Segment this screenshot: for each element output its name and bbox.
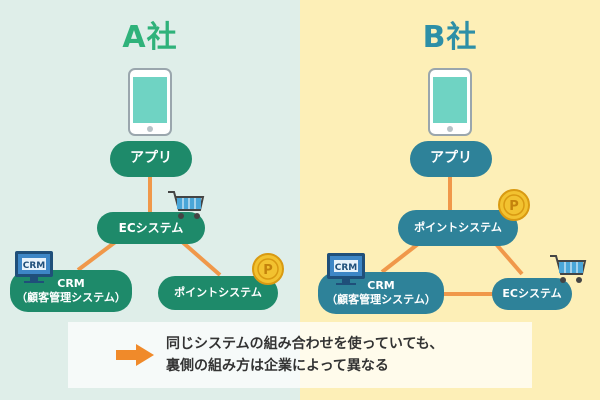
node-crm-line2: （顧客管理システム） xyxy=(16,291,126,304)
point-coin-icon: P xyxy=(498,189,530,221)
summary-line-1: 同じシステムの組み合わせを使っていても、 xyxy=(166,336,444,352)
shopping-cart-icon xyxy=(168,191,205,219)
connector-point-crm xyxy=(380,242,420,274)
node-app: アプリ xyxy=(110,141,192,177)
company-a-title: A社 xyxy=(122,20,178,55)
shopping-cart-icon xyxy=(550,255,587,283)
connector-point-ec xyxy=(494,242,524,276)
node-crm-line2: （顧客管理システム） xyxy=(326,293,436,306)
company-b-title: B社 xyxy=(422,20,478,55)
monitor-label: CRM xyxy=(335,263,358,273)
company-a-connectors xyxy=(76,175,222,277)
company-b-connectors xyxy=(380,175,524,296)
connector-ec-point xyxy=(178,238,222,277)
node-ec-system: ECシステム xyxy=(97,212,205,244)
coin-label: P xyxy=(509,199,519,214)
summary-text: 同じシステムの組み合わせを使っていても、 裏側の組み方は企業によって異なる xyxy=(166,333,443,377)
connector-ec-crm xyxy=(76,238,120,272)
node-crm-line1: CRM xyxy=(57,277,85,291)
node-point-system: ポイントシステム xyxy=(158,276,278,310)
point-coin-icon: P xyxy=(252,253,284,285)
node-crm-line1: CRM xyxy=(367,279,395,293)
summary-line-2: 裏側の組み方は企業によって異なる xyxy=(166,358,389,374)
monitor-icon: CRM xyxy=(327,253,365,285)
monitor-icon: CRM xyxy=(15,251,53,283)
node-app: アプリ xyxy=(410,141,492,177)
arrow-right-icon xyxy=(116,344,154,366)
node-ec-system: ECシステム xyxy=(492,278,572,310)
node-point-system: ポイントシステム xyxy=(398,210,518,246)
smartphone-icon xyxy=(128,68,172,136)
monitor-label: CRM xyxy=(23,261,46,271)
smartphone-icon xyxy=(428,68,472,136)
summary-box: 同じシステムの組み合わせを使っていても、 裏側の組み方は企業によって異なる xyxy=(68,322,532,388)
coin-label: P xyxy=(263,263,273,278)
